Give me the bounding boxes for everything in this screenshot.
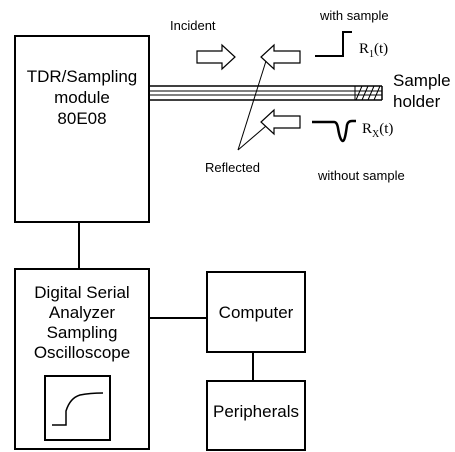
- sample-holder-label-line1: Sample: [393, 71, 451, 90]
- computer-node: Computer: [206, 271, 306, 353]
- computer-box: [206, 271, 306, 353]
- reflected-pointer-lower: [237, 125, 267, 151]
- reflected-arrow-upper-icon: [260, 43, 301, 71]
- transmission-line: [149, 85, 383, 101]
- computer-label: Computer: [219, 303, 294, 322]
- rx-label: RX(t): [362, 121, 393, 140]
- digital-serial-analyzer: Digital Serial Analyzer Sampling Oscillo…: [14, 268, 150, 450]
- reflected-pointer-upper: [237, 60, 267, 151]
- reflected-label: Reflected: [205, 160, 260, 175]
- tdr-module-box: [14, 35, 150, 223]
- oscilloscope-screen: [44, 375, 111, 441]
- incident-arrow-icon: [196, 43, 236, 71]
- without-sample-label: without sample: [317, 168, 405, 183]
- incident-label: Incident: [170, 18, 216, 33]
- tdr-module-line3: 80E08: [57, 109, 106, 128]
- analyzer-line2: Analyzer: [49, 303, 115, 322]
- rx-waveform-icon: [312, 119, 356, 143]
- r1-waveform-icon: [315, 31, 352, 57]
- analyzer-line3: Sampling: [47, 323, 118, 342]
- peripherals-label: Peripherals: [213, 402, 299, 421]
- sample-holder-label-line2: holder: [393, 92, 441, 111]
- analyzer-line4: Oscilloscope: [34, 343, 130, 362]
- r1-label: R1(t): [359, 41, 388, 60]
- with-sample-label: with sample: [319, 8, 389, 23]
- tdr-module-line1: TDR/Sampling: [27, 67, 138, 86]
- peripherals-node: Peripherals: [206, 380, 306, 451]
- tdr-module-line2: module: [54, 88, 110, 107]
- tdr-sampling-module: TDR/Sampling module 80E08: [14, 35, 150, 223]
- sample-region: [354, 85, 381, 101]
- analyzer-line1: Digital Serial: [34, 283, 129, 302]
- peripherals-box: [206, 380, 306, 451]
- reflected-arrow-lower-icon: [260, 108, 301, 136]
- oscilloscope-trace-icon: [52, 392, 104, 426]
